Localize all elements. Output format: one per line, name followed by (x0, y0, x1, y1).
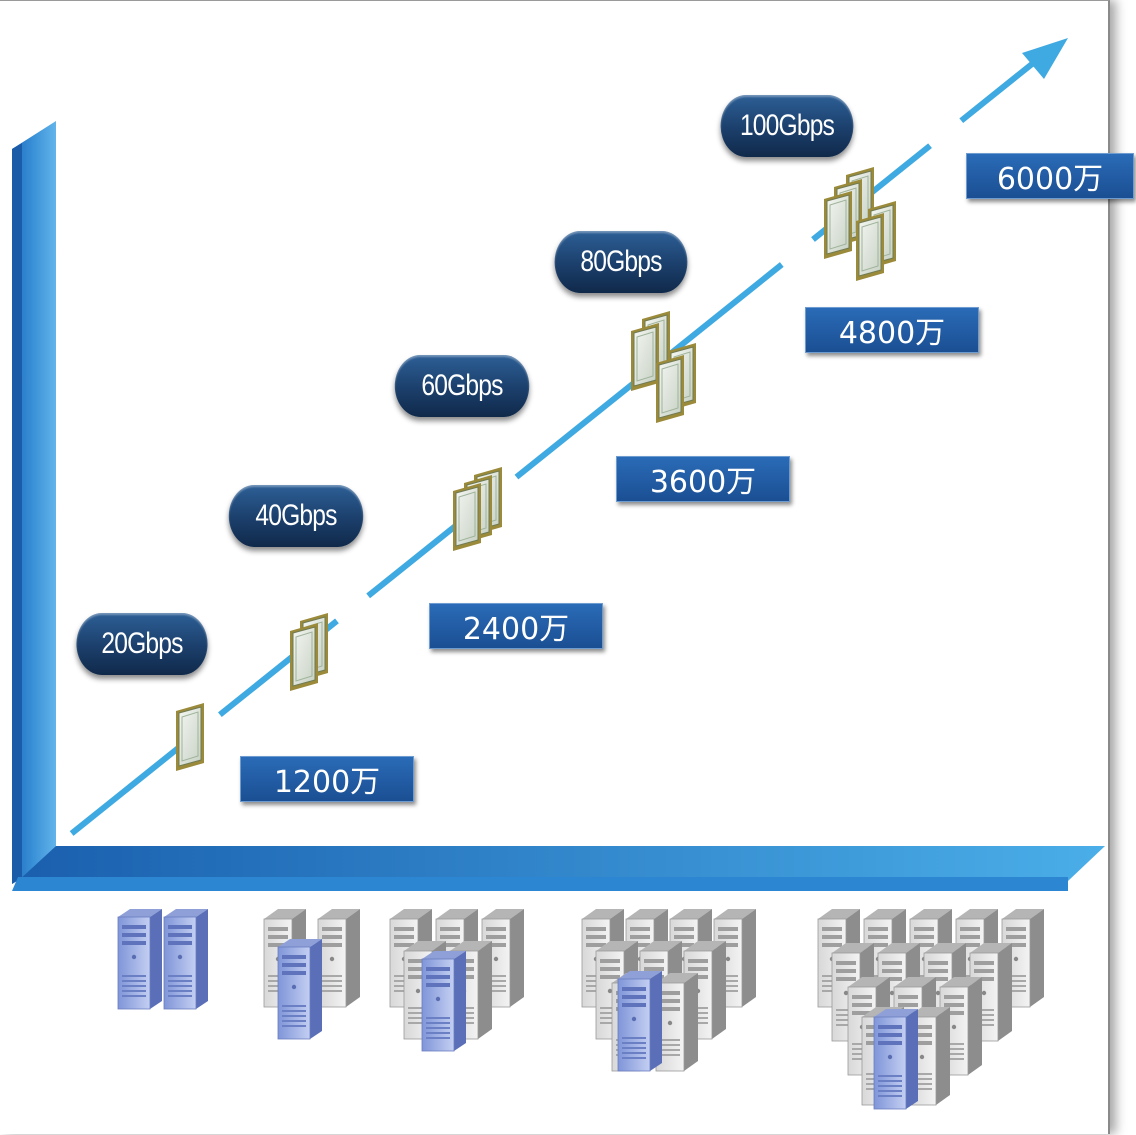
blue-server-tower-icon (117, 908, 209, 1010)
processor-chip-icon (452, 466, 503, 552)
server-group-1 (117, 908, 209, 1010)
value-label-6000: 6000万 (966, 153, 1134, 199)
blue-server-tower-icon (421, 950, 467, 1052)
blue-server-tower-icon (617, 970, 663, 1072)
blue-server-tower-icon (277, 938, 323, 1040)
growth-diagram (12, 38, 1105, 1110)
processor-chip-icon (630, 310, 697, 424)
server-group-2 (263, 908, 361, 1040)
bandwidth-label-40: 40Gbps (228, 485, 364, 547)
processor-chip-icon (289, 612, 329, 692)
server-group-4 (581, 908, 757, 1072)
growth-arrow (54, 38, 1068, 849)
value-label-3600: 3600万 (616, 456, 790, 502)
gray-server-tower-icon (817, 908, 1045, 1106)
bandwidth-label-100: 100Gbps (720, 95, 854, 157)
server-group-5 (817, 908, 1045, 1110)
bandwidth-label-80: 80Gbps (554, 231, 688, 293)
bandwidth-label-60: 60Gbps (394, 355, 530, 417)
server-group-3 (389, 908, 525, 1052)
blue-server-tower-icon (873, 1008, 919, 1110)
vertical-axis (12, 121, 56, 884)
horizontal-axis (12, 846, 1105, 891)
bandwidth-label-20: 20Gbps (76, 613, 208, 675)
value-label-4800: 4800万 (805, 307, 979, 353)
processor-chip-icon (175, 702, 205, 772)
value-label-2400: 2400万 (429, 603, 603, 649)
value-label-1200: 1200万 (240, 756, 414, 802)
gray-server-tower-icon (581, 908, 757, 1072)
